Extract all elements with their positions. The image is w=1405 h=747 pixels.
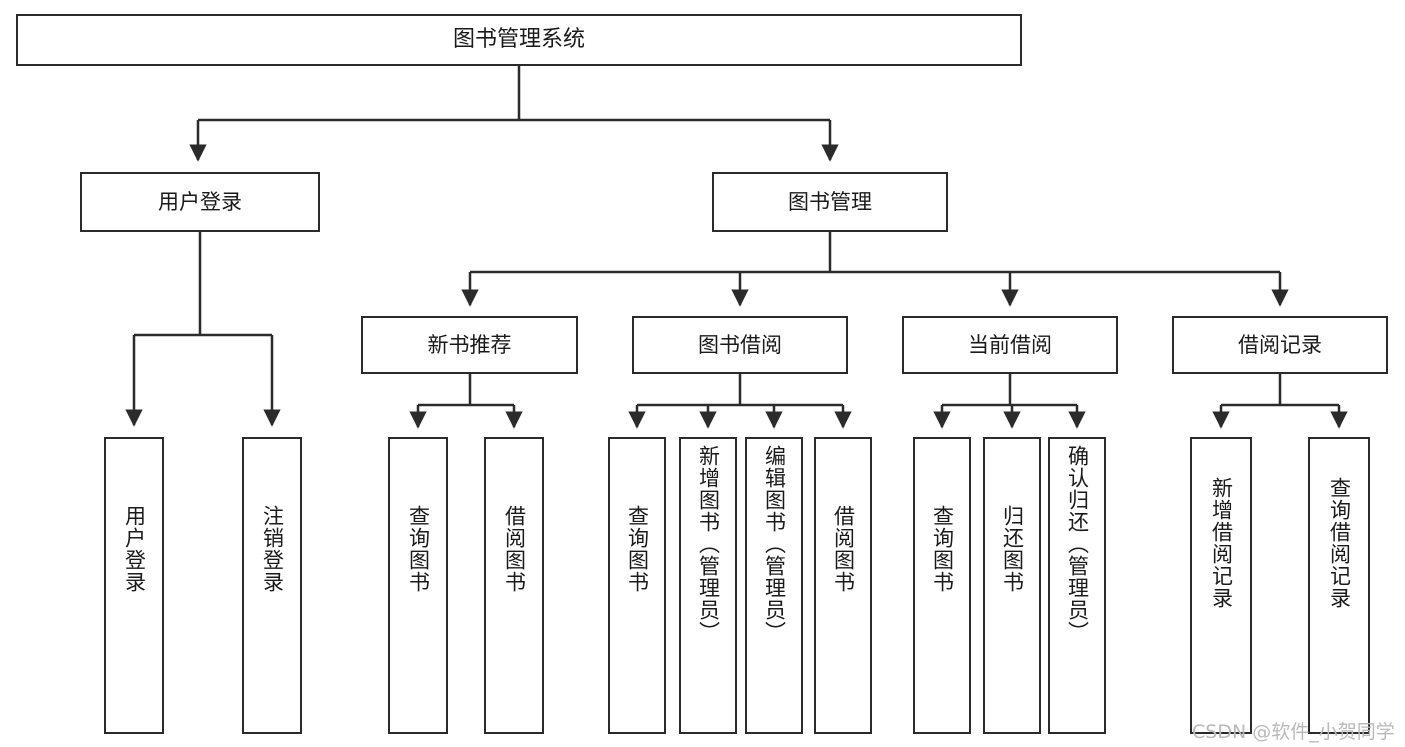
node-level2-2[interactable]: 当前借阅: [902, 316, 1118, 374]
node-label: 查询图书: [930, 505, 955, 593]
node-label: 查询借阅记录: [1327, 477, 1352, 609]
node-leaf-7[interactable]: 借阅图书: [814, 437, 872, 734]
node-label: 归还图书: [1000, 505, 1025, 593]
csdn-watermark: CSDN @软件_小贺同学: [1192, 721, 1395, 743]
node-leaf-8[interactable]: 查询图书: [913, 437, 971, 734]
node-label: 注销登录: [260, 505, 285, 593]
node-leaf-10[interactable]: 确认归还（管理员）: [1048, 437, 1106, 734]
node-leaf-4[interactable]: 查询图书: [608, 437, 666, 734]
node-leaf-0[interactable]: 用户登录: [104, 437, 164, 734]
node-leaf-6[interactable]: 编辑图书（管理员）: [745, 437, 803, 734]
node-label: 借阅图书: [831, 505, 856, 593]
node-label: 借阅图书: [502, 505, 527, 593]
node-level1-0[interactable]: 用户登录: [80, 172, 320, 232]
node-label: 用户登录: [122, 505, 147, 593]
node-label: 当前借阅: [968, 332, 1052, 357]
node-leaf-9[interactable]: 归还图书: [983, 437, 1041, 734]
node-label: 编辑图书（管理员）: [762, 445, 787, 643]
node-label: 新增图书（管理员）: [696, 445, 721, 643]
node-leaf-1[interactable]: 注销登录: [242, 437, 302, 734]
node-level1-1[interactable]: 图书管理: [712, 172, 948, 232]
node-label: 图书借阅: [698, 332, 782, 357]
node-level2-0[interactable]: 新书推荐: [361, 316, 578, 374]
node-label: 查询图书: [406, 505, 431, 593]
node-leaf-12[interactable]: 查询借阅记录: [1308, 437, 1370, 734]
node-label: 借阅记录: [1238, 332, 1322, 357]
node-label: 用户登录: [158, 189, 242, 214]
node-level2-1[interactable]: 图书借阅: [632, 316, 848, 374]
node-label: 新书推荐: [427, 332, 512, 357]
node-label: 确认归还（管理员）: [1065, 445, 1090, 643]
node-label: 图书管理系统: [452, 27, 585, 53]
node-label: 新增借阅记录: [1209, 477, 1234, 609]
node-leaf-2[interactable]: 查询图书: [388, 437, 448, 734]
node-label: 图书管理: [788, 189, 872, 214]
node-leaf-3[interactable]: 借阅图书: [484, 437, 544, 734]
node-label: 查询图书: [625, 505, 650, 593]
node-root-system[interactable]: 图书管理系统: [16, 14, 1022, 66]
node-level2-3[interactable]: 借阅记录: [1172, 316, 1388, 374]
node-leaf-11[interactable]: 新增借阅记录: [1190, 437, 1252, 734]
node-leaf-5[interactable]: 新增图书（管理员）: [679, 437, 737, 734]
